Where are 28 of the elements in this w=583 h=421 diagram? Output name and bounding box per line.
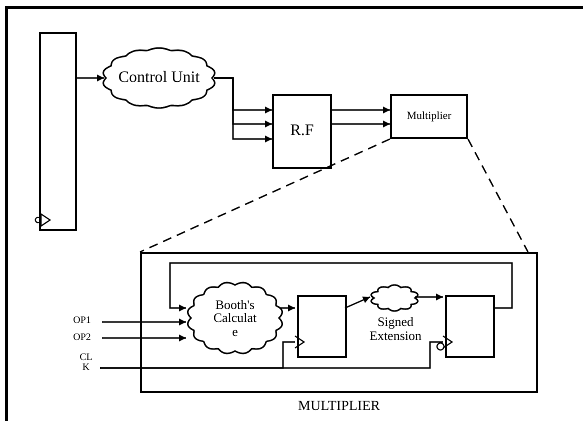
signal-name: OP2 bbox=[73, 332, 91, 344]
block-title: MULTIPLIER bbox=[297, 400, 381, 415]
node-label: Booth's Calculate bbox=[212, 298, 258, 338]
dashed-zoom-line bbox=[140, 138, 390, 253]
process-box bbox=[390, 94, 468, 139]
node-label: Control Unit bbox=[118, 70, 200, 86]
cloud-process-shape bbox=[188, 282, 282, 354]
arrow bbox=[102, 318, 186, 326]
caption-label: Signed Extension bbox=[368, 315, 422, 344]
arrow bbox=[77, 74, 104, 82]
cloud-process-shape bbox=[104, 48, 214, 108]
arrow bbox=[415, 294, 443, 300]
signal-name: OP1 bbox=[73, 316, 91, 326]
process-box bbox=[272, 94, 332, 169]
arrow bbox=[169, 262, 513, 312]
node-label: Multiplier bbox=[406, 110, 452, 122]
node-label: R.F bbox=[290, 123, 314, 140]
dashed-zoom-line bbox=[467, 138, 529, 252]
clock-line bbox=[100, 335, 453, 369]
arrow bbox=[332, 106, 390, 114]
arrow bbox=[214, 77, 272, 142]
signal-name: CLK bbox=[78, 352, 94, 374]
arrow bbox=[332, 120, 390, 128]
cloud-shape bbox=[372, 285, 417, 311]
register-box bbox=[297, 295, 347, 358]
arrow bbox=[102, 334, 186, 342]
arrow bbox=[344, 296, 370, 309]
arrow bbox=[280, 304, 295, 312]
